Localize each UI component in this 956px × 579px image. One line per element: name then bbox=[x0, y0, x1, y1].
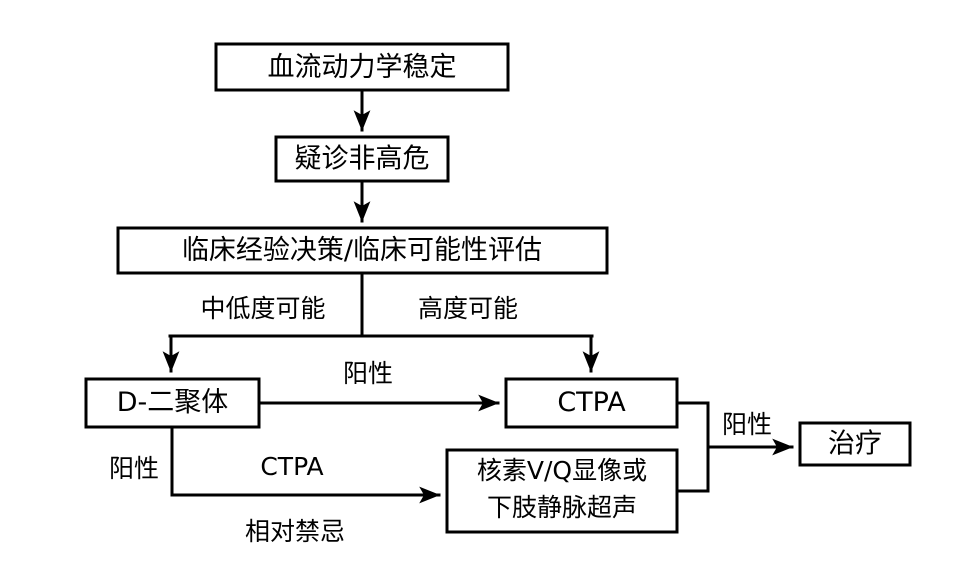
node-ctpa-label: CTPA bbox=[557, 387, 626, 418]
node-layer: 血流动力学稳定 疑诊非高危 临床经验决策/临床可能性评估 D-二聚体 CTPA bbox=[84, 42, 912, 534]
edge-label-positive-to-ctpa: 阳性 bbox=[343, 359, 393, 388]
edge-label-relative-contraindication: 相对禁忌 bbox=[245, 517, 345, 546]
edge-label-high-probability: 高度可能 bbox=[418, 294, 518, 323]
node-treatment[interactable]: 治疗 bbox=[798, 421, 912, 467]
edge-label-layer: 中低度可能 高度可能 阳性 阳性 CTPA 相对禁忌 阳性 bbox=[109, 294, 772, 546]
edge-label-positive-to-treatment: 阳性 bbox=[722, 410, 772, 439]
node-treatment-box[interactable] bbox=[798, 421, 912, 467]
node-suspected-non-high-risk-label: 疑诊非高危 bbox=[295, 144, 430, 175]
edge-label-low-mid-probability: 中低度可能 bbox=[200, 294, 325, 323]
node-clinical-assessment-label: 临床经验决策/临床可能性评估 bbox=[182, 235, 542, 266]
node-vq-scan-label-line1: 核素V/Q显像或 bbox=[477, 456, 647, 485]
connector-d-dimer-to-vq bbox=[170, 425, 441, 504]
node-ctpa-box[interactable] bbox=[504, 377, 679, 429]
node-d-dimer-label: D-二聚体 bbox=[117, 387, 229, 418]
node-d-dimer-box[interactable] bbox=[84, 377, 261, 429]
node-d-dimer[interactable]: D-二聚体 bbox=[84, 377, 261, 429]
connector-ctpa-merge-bracket bbox=[675, 401, 710, 493]
edge-label-ctpa-contraindication: CTPA bbox=[260, 452, 323, 481]
node-clinical-assessment[interactable]: 临床经验决策/临床可能性评估 bbox=[116, 226, 609, 275]
node-vq-scan-label-line2: 下肢静脉超声 bbox=[487, 493, 637, 522]
node-suspected-non-high-risk-box[interactable] bbox=[274, 135, 450, 183]
node-treatment-label: 治疗 bbox=[828, 429, 882, 460]
node-hemodynamic-stable[interactable]: 血流动力学稳定 bbox=[214, 42, 510, 92]
node-vq-scan-box[interactable] bbox=[445, 448, 679, 534]
node-hemodynamic-stable-box[interactable] bbox=[214, 42, 510, 92]
edge-label-positive-from-d-dimer: 阳性 bbox=[109, 454, 159, 483]
node-suspected-non-high-risk[interactable]: 疑诊非高危 bbox=[274, 135, 450, 183]
node-clinical-assessment-box[interactable] bbox=[116, 226, 609, 275]
node-hemodynamic-stable-label: 血流动力学稳定 bbox=[268, 52, 457, 83]
node-ctpa[interactable]: CTPA bbox=[504, 377, 679, 429]
node-vq-scan[interactable]: 核素V/Q显像或 下肢静脉超声 bbox=[445, 448, 679, 534]
connector-layer bbox=[162, 88, 794, 504]
